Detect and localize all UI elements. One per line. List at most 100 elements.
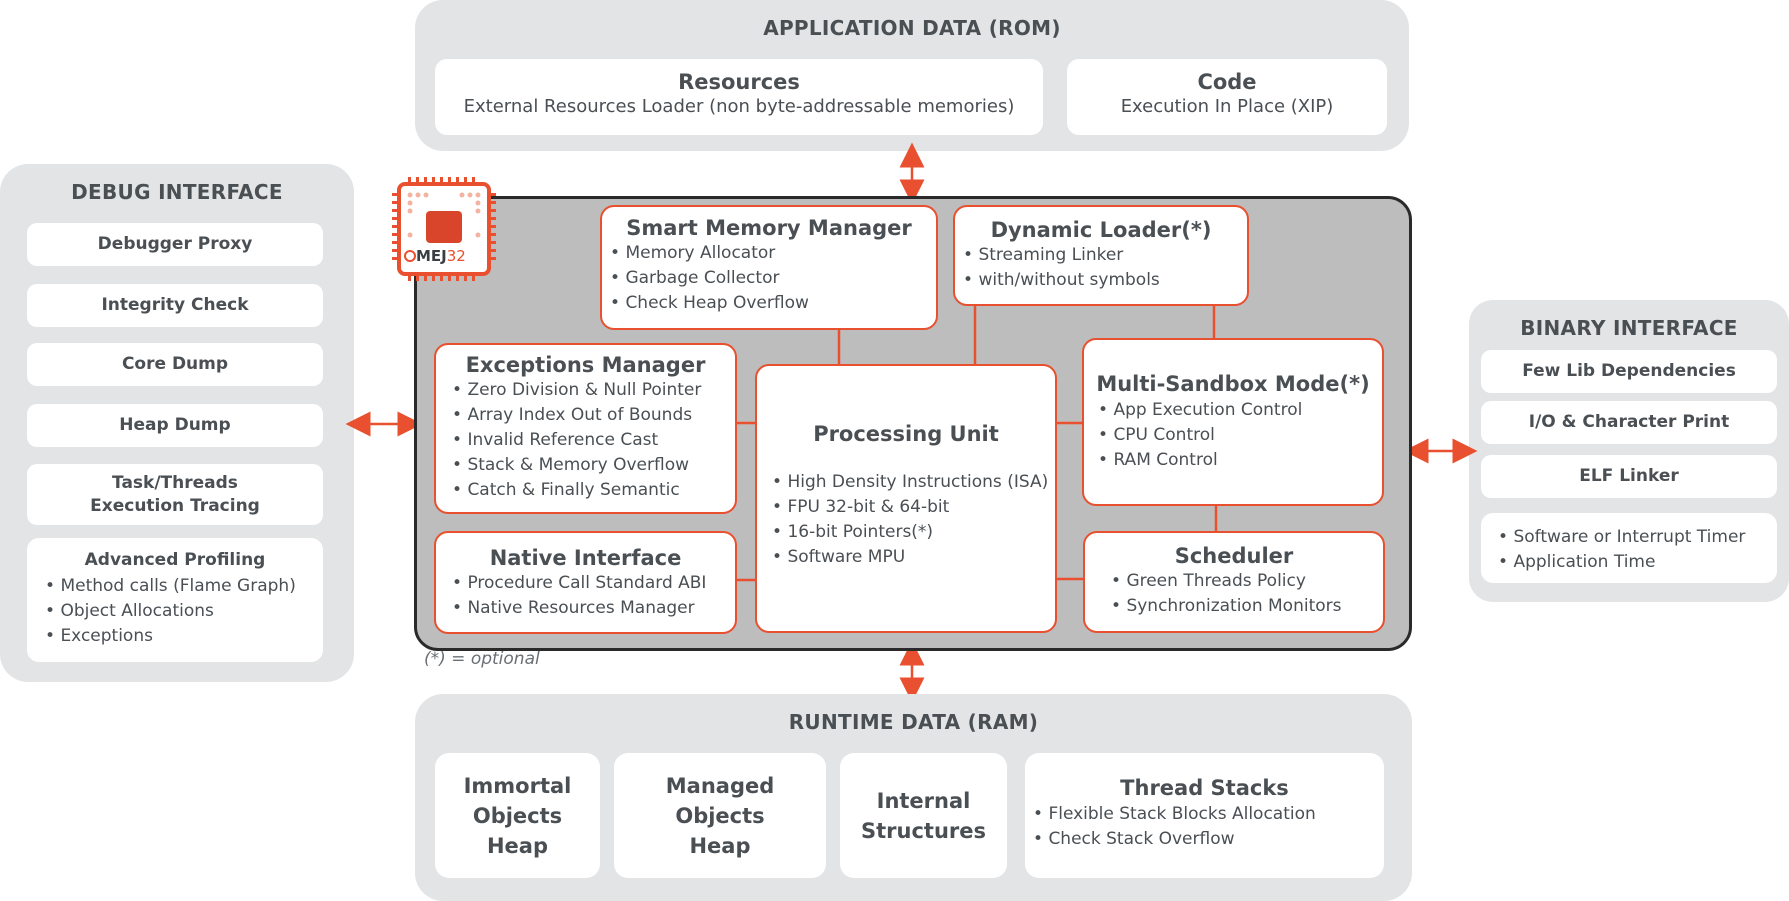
tracing-line-1: Task/Threads (112, 473, 238, 494)
exceptions-bullet: Invalid Reference Cast (452, 428, 735, 453)
smart-memory-manager-title: Smart Memory Manager (626, 216, 912, 240)
advanced-profiling-card: Advanced Profiling Method calls (Flame G… (27, 538, 323, 662)
elf-linker-item: ELF Linker (1481, 455, 1777, 498)
timer-bullet: Software or Interrupt Timer (1498, 525, 1777, 550)
thread-stacks-list: Flexible Stack Blocks Allocation Check S… (1033, 802, 1384, 852)
resources-card: Resources External Resources Loader (non… (435, 59, 1043, 135)
heap-dump-item: Heap Dump (27, 404, 323, 447)
immortal-line-2: Objects (472, 803, 563, 828)
processing-unit-list: High Density Instructions (ISA) FPU 32-b… (772, 470, 1055, 570)
resources-desc: External Resources Loader (non byte-addr… (463, 96, 1015, 117)
advanced-profiling-list: Method calls (Flame Graph) Object Alloca… (45, 574, 323, 649)
smart-memory-manager-box: Smart Memory Manager Memory Allocator Ga… (600, 205, 938, 330)
processing-bullet: 16-bit Pointers(*) (772, 520, 1055, 545)
profiling-bullet: Object Allocations (45, 599, 323, 624)
processing-bullet: High Density Instructions (ISA) (772, 470, 1055, 495)
chip-icon (392, 177, 496, 281)
debugger-proxy-item: Debugger Proxy (27, 223, 323, 266)
runtime-data-panel: RUNTIME DATA (RAM) Immortal Objects Heap… (415, 694, 1412, 901)
stacks-bullet: Check Stack Overflow (1033, 827, 1384, 852)
exceptions-bullet: Stack & Memory Overflow (452, 453, 735, 478)
exceptions-bullet: Zero Division & Null Pointer (452, 378, 735, 403)
scheduler-box: Scheduler Green Threads Policy Synchroni… (1083, 531, 1385, 633)
memory-bullet: Garbage Collector (610, 266, 936, 291)
internal-structures-card: Internal Structures (840, 753, 1007, 878)
sandbox-bullet: App Execution Control (1098, 398, 1382, 423)
advanced-profiling-title: Advanced Profiling (84, 550, 266, 570)
processing-unit-box: Processing Unit High Density Instruction… (755, 364, 1057, 633)
immortal-objects-heap-card: Immortal Objects Heap (435, 753, 600, 878)
profiling-bullet: Exceptions (45, 624, 323, 649)
code-card: Code Execution In Place (XIP) (1067, 59, 1387, 135)
sandbox-bullet: RAM Control (1098, 448, 1382, 473)
processing-bullet: FPU 32-bit & 64-bit (772, 495, 1055, 520)
native-bullet: Native Resources Manager (452, 596, 735, 621)
internal-line-2: Structures (860, 818, 986, 843)
managed-line-2: Objects (675, 803, 765, 828)
io-character-print-item: I/O & Character Print (1481, 401, 1777, 444)
managed-line-3: Heap (689, 833, 751, 858)
scheduler-bullet: Synchronization Monitors (1111, 594, 1383, 619)
smart-memory-manager-list: Memory Allocator Garbage Collector Check… (610, 241, 936, 316)
memory-bullet: Memory Allocator (610, 241, 936, 266)
dynamic-loader-title: Dynamic Loader(*) (990, 218, 1212, 242)
mej32-logo: MEJ32 (390, 175, 498, 283)
managed-objects-heap-card: Managed Objects Heap (614, 753, 826, 878)
application-data-title: APPLICATION DATA (ROM) (763, 16, 1061, 40)
task-threads-tracing-item: Task/Threads Execution Tracing (27, 464, 323, 525)
logo-text: MEJ (416, 247, 447, 265)
exceptions-bullet: Array Index Out of Bounds (452, 403, 735, 428)
code-desc: Execution In Place (XIP) (1120, 96, 1334, 117)
exceptions-manager-list: Zero Division & Null Pointer Array Index… (452, 378, 735, 503)
memory-bullet: Check Heap Overflow (610, 291, 936, 316)
sandbox-bullet: CPU Control (1098, 423, 1382, 448)
loader-bullet: with/without symbols (963, 268, 1247, 293)
native-bullet: Procedure Call Standard ABI (452, 571, 735, 596)
resources-title: Resources (678, 70, 800, 94)
multi-sandbox-mode-box: Multi-Sandbox Mode(*) App Execution Cont… (1082, 338, 1384, 506)
logo-suffix: 32 (446, 247, 466, 265)
dynamic-loader-box: Dynamic Loader(*) Streaming Linker with/… (953, 205, 1249, 306)
thread-stacks-card: Thread Stacks Flexible Stack Blocks Allo… (1025, 753, 1384, 878)
debug-interface-panel: DEBUG INTERFACE Debugger Proxy Integrity… (0, 164, 354, 682)
optional-note: (*) = optional (424, 649, 540, 669)
scheduler-list: Green Threads Policy Synchronization Mon… (1111, 569, 1383, 619)
timer-bullet: Application Time (1498, 550, 1777, 575)
multi-sandbox-mode-title: Multi-Sandbox Mode(*) (1096, 372, 1370, 396)
debug-interface-title: DEBUG INTERFACE (71, 180, 283, 204)
native-interface-box: Native Interface Procedure Call Standard… (434, 531, 737, 634)
processing-bullet: Software MPU (772, 545, 1055, 570)
binary-interface-title: BINARY INTERFACE (1520, 316, 1738, 340)
dynamic-loader-list: Streaming Linker with/without symbols (963, 243, 1247, 293)
runtime-data-title: RUNTIME DATA (RAM) (788, 710, 1039, 734)
exceptions-manager-title: Exceptions Manager (465, 353, 706, 377)
exceptions-manager-box: Exceptions Manager Zero Division & Null … (434, 343, 737, 514)
logo-mark-icon (404, 250, 416, 262)
native-interface-title: Native Interface (489, 546, 682, 570)
profiling-bullet: Method calls (Flame Graph) (45, 574, 323, 599)
thread-stacks-title: Thread Stacks (1120, 776, 1289, 800)
scheduler-title: Scheduler (1174, 544, 1294, 568)
application-data-panel: APPLICATION DATA (ROM) Resources Externa… (415, 0, 1409, 151)
tracing-line-2: Execution Tracing (90, 495, 260, 516)
core-dump-item: Core Dump (27, 343, 323, 386)
loader-bullet: Streaming Linker (963, 243, 1247, 268)
processing-unit-title: Processing Unit (813, 422, 999, 446)
integrity-check-item: Integrity Check (27, 284, 323, 327)
immortal-line-1: Immortal (463, 773, 572, 798)
binary-interface-panel: BINARY INTERFACE Few Lib Dependencies I/… (1469, 300, 1789, 602)
exceptions-bullet: Catch & Finally Semantic (452, 478, 735, 503)
multi-sandbox-mode-list: App Execution Control CPU Control RAM Co… (1098, 398, 1382, 473)
stacks-bullet: Flexible Stack Blocks Allocation (1033, 802, 1384, 827)
code-title: Code (1197, 70, 1257, 94)
timer-list: Software or Interrupt Timer Application … (1498, 525, 1777, 575)
few-lib-dependencies-item: Few Lib Dependencies (1481, 350, 1777, 393)
native-interface-list: Procedure Call Standard ABI Native Resou… (452, 571, 735, 621)
managed-line-1: Managed (665, 773, 775, 798)
internal-line-1: Internal (876, 788, 971, 813)
scheduler-bullet: Green Threads Policy (1111, 569, 1383, 594)
timer-card: Software or Interrupt Timer Application … (1481, 513, 1777, 583)
immortal-line-3: Heap (486, 833, 549, 858)
